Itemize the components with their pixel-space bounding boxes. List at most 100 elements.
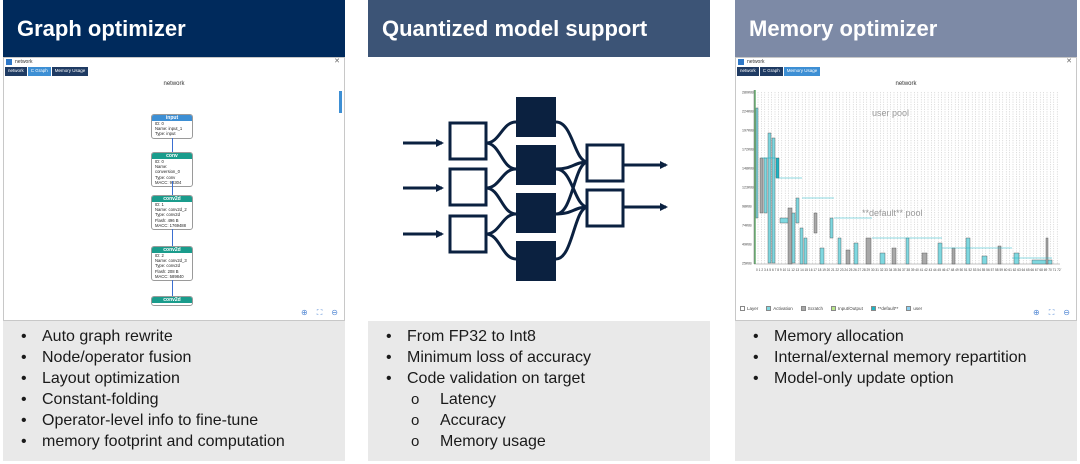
bullet-item: Constant-folding: [21, 389, 345, 410]
quantized-model-column: Quantized model support: [368, 0, 710, 464]
memory-buffer-block: [759, 157, 764, 214]
sub-bullet-item: Accuracy: [386, 410, 710, 431]
sub-bullet-item: Memory usage: [386, 431, 710, 452]
graph-node-detail: Flash: 496 B: [155, 217, 179, 223]
memory-buffer-block: [837, 237, 842, 265]
graph-node-detail: Name: conv2d_3: [155, 258, 187, 264]
legend-item[interactable]: Layer: [740, 306, 758, 312]
tab-memory-usage[interactable]: Memory Usage: [783, 67, 821, 76]
quantized-model-bullets: From FP32 to Int8 Minimum loss of accura…: [368, 321, 710, 461]
window-tabs: network C Graph Memory Usage: [4, 67, 344, 76]
y-tick-label: 148KiB: [742, 167, 754, 171]
memory-buffer-block: [791, 212, 796, 264]
fit-view-icon[interactable]: ⛶: [1048, 308, 1055, 317]
legend-item[interactable]: Input/Output: [831, 306, 863, 312]
graph-node-detail: Type: input: [155, 131, 176, 137]
memory-buffer-block: [845, 249, 851, 265]
graph-node-detail: ID: 0: [155, 159, 164, 164]
memory-optimizer-screenshot: network ✕ network C Graph Memory Usage n…: [735, 57, 1077, 321]
memory-buffer-block: [1031, 259, 1053, 265]
graph-optimizer-title: Graph optimizer: [3, 0, 345, 57]
memory-window: network ✕ network C Graph Memory Usage n…: [735, 57, 1077, 321]
memory-buffer-block: [763, 157, 768, 214]
x-tick-row: 0 1 2 3 4 5 6 7 8 9 10 11 12 13 14 15 16…: [756, 268, 1062, 272]
fit-view-icon[interactable]: ⛶: [316, 308, 323, 317]
input-node: [448, 214, 488, 254]
zoom-in-icon[interactable]: ⊕: [300, 308, 308, 317]
legend-item[interactable]: Scratch: [800, 306, 823, 312]
hidden-node: [516, 97, 556, 137]
zoom-toolbar: ⊕ ⛶ ⊖: [301, 308, 338, 318]
zoom-toolbar: ⊕ ⛶ ⊖: [1033, 308, 1070, 318]
graph-node-detail: ID: 0: [155, 121, 164, 126]
quantized-model-title: Quantized model support: [368, 0, 710, 57]
network-diagram-svg: [403, 97, 668, 281]
close-icon[interactable]: ✕: [334, 58, 340, 65]
tab-network[interactable]: network: [737, 67, 759, 76]
memory-buffer-block: [853, 242, 859, 265]
zoom-in-icon[interactable]: ⊕: [1032, 308, 1040, 317]
memory-heading: network: [895, 81, 917, 87]
bullet-item: Code validation on target: [386, 368, 710, 389]
y-tick-label: 172KiB: [742, 148, 754, 152]
graph-node-detail: Type: conv2d: [155, 212, 180, 218]
hidden-node: [516, 241, 556, 281]
memory-buffer-block: [997, 245, 1002, 265]
graph-node[interactable]: conv2d: [151, 296, 193, 306]
memory-buffer-block: [775, 157, 780, 179]
graph-edge: [172, 137, 173, 152]
memory-buffer-block: [879, 252, 886, 265]
bullet-item: Model-only update option: [753, 368, 1077, 389]
graph-node-header: conv: [152, 153, 192, 159]
legend-item[interactable]: **default**: [870, 306, 898, 312]
default-pool-label: **default** pool: [862, 208, 923, 218]
y-tick-label: 74KiB: [742, 224, 752, 228]
zoom-out-icon[interactable]: ⊖: [1063, 308, 1070, 317]
legend-item[interactable]: Activation: [766, 306, 793, 312]
graph-node-header: conv2d: [152, 297, 192, 303]
graph-node-detail: Type: conv2d: [155, 263, 180, 269]
graph-node-detail: MACC: 589840: [155, 273, 184, 279]
tab-memory-usage[interactable]: Memory Usage: [51, 67, 89, 76]
hidden-node: [516, 193, 556, 233]
memory-optimizer-bullets: Memory allocation Internal/external memo…: [735, 321, 1077, 461]
legend-item[interactable]: user: [906, 306, 922, 312]
zoom-out-icon[interactable]: ⊖: [331, 308, 338, 317]
graph-heading: network: [163, 81, 185, 87]
app-icon: [6, 59, 12, 65]
bullet-item: Memory allocation: [753, 326, 1077, 347]
graph-optimizer-screenshot: network ✕ network C Graph Memory Usage n…: [3, 57, 345, 321]
memory-optimizer-column: Memory optimizer network ✕ network C Gra…: [735, 0, 1077, 464]
window-tabs: network C Graph Memory Usage: [736, 67, 1076, 76]
graph-node-detail: Type: conv: [155, 174, 176, 180]
sub-bullet-item: Latency: [386, 389, 710, 410]
memory-buffer-block: [819, 247, 825, 265]
graph-node-header: conv2d: [152, 196, 192, 202]
memory-buffer-block: [1045, 237, 1049, 265]
tab-c-graph[interactable]: C Graph: [759, 67, 783, 76]
memory-usage-chart: 280KiB224KiB197KiB172KiB148KiB123KiB98Ki…: [742, 90, 1062, 272]
tab-network[interactable]: network: [5, 67, 27, 76]
bullet-item-continuation: memory footprint and computation: [21, 431, 345, 452]
close-icon[interactable]: ✕: [1066, 58, 1072, 65]
memory-buffer-block: [803, 237, 808, 265]
vertical-scrollbar[interactable]: [339, 91, 342, 113]
y-tick-label: 123KiB: [742, 186, 754, 190]
app-icon: [738, 59, 744, 65]
memory-buffer-block: [799, 227, 804, 265]
memory-buffer-block: [787, 207, 793, 265]
graph-node-detail: ID: 1: [155, 202, 164, 207]
memory-buffer-block: [767, 132, 772, 264]
tab-c-graph[interactable]: C Graph: [27, 67, 51, 76]
memory-buffer-block: [829, 217, 834, 239]
graph-node-detail: MACC: 1769488: [155, 222, 186, 228]
y-tick-label: 98KiB: [742, 205, 752, 209]
bullet-item: Minimum loss of accuracy: [386, 347, 710, 368]
graph-edge: [172, 280, 173, 296]
graph-node-detail: Name: conversion_0: [155, 164, 180, 175]
graph-window: network ✕ network C Graph Memory Usage n…: [3, 57, 345, 321]
graph-node-header: input: [152, 115, 192, 121]
